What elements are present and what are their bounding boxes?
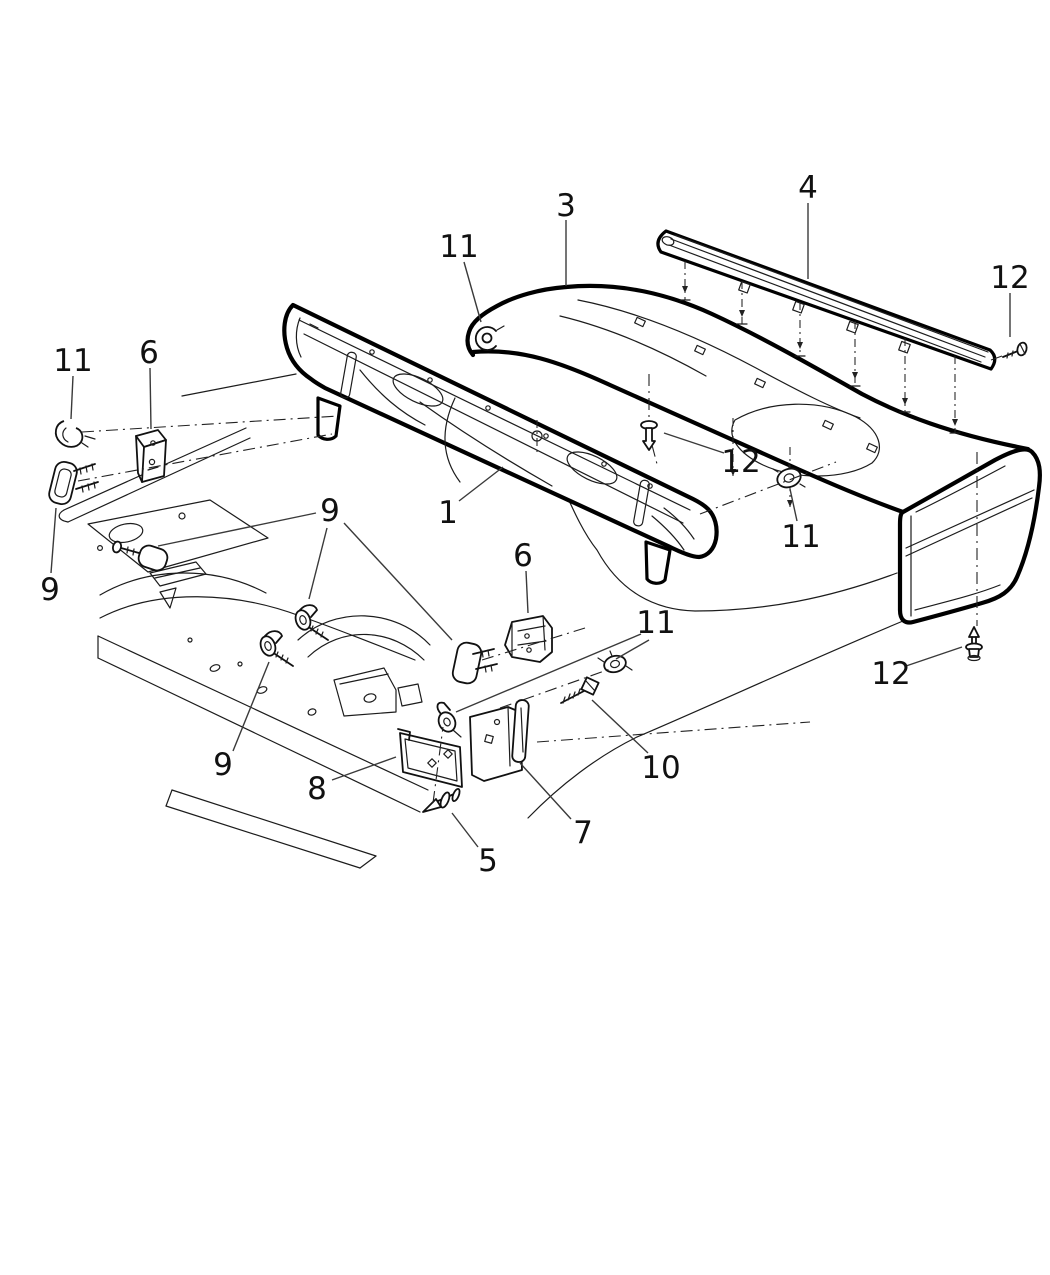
callout-number[interactable]: 11 (53, 343, 92, 379)
nut-11-right (772, 463, 806, 489)
callout-leader-line (451, 812, 479, 848)
screw-12-top (1002, 341, 1028, 359)
callout-leader-line (343, 522, 453, 641)
callout-number[interactable]: 6 (139, 335, 159, 371)
callout-leader-line (519, 762, 572, 820)
flag-bolt-9-a (294, 604, 329, 641)
grommet-11-top (474, 325, 505, 351)
callout-leader-line (308, 527, 328, 600)
bumper-pad-9-left (48, 460, 99, 506)
callout-leader-line (463, 261, 482, 323)
callout-leader-line (331, 756, 397, 781)
callout-12-3[interactable]: 12 (990, 260, 1030, 337)
callout-5-18[interactable]: 5 (451, 812, 498, 879)
bumper-face-bar-part1 (282, 302, 719, 585)
callout-11-7[interactable]: 11 (781, 488, 821, 555)
step-pad-part4 (656, 229, 997, 507)
callout-number[interactable]: 3 (556, 188, 576, 224)
face-bar-outline (282, 302, 719, 560)
callout-11-4[interactable]: 11 (53, 343, 93, 420)
callout-leader-line (591, 699, 649, 754)
callout-leader-line (149, 367, 152, 430)
callout-10-16[interactable]: 10 (591, 699, 681, 786)
callout-leader-line (458, 466, 504, 502)
callout-leader-line (615, 639, 650, 660)
fascia-end-cap (897, 447, 1042, 625)
callout-leader-line (70, 375, 74, 420)
bumper-pad-9-mid (111, 540, 169, 572)
clip-nut-11-left (54, 420, 96, 448)
callout-number[interactable]: 9 (320, 493, 340, 529)
bumper-pad-9-bottom (451, 641, 498, 685)
callout-leader-line (455, 633, 642, 713)
callout-6-5[interactable]: 6 (139, 335, 159, 430)
callout-number[interactable]: 6 (513, 538, 533, 574)
callout-leader-line (789, 488, 798, 522)
callout-6-11[interactable]: 6 (513, 538, 533, 614)
callout-leader-line (905, 646, 963, 667)
callout-number[interactable]: 11 (636, 605, 675, 641)
plate-8 (397, 728, 463, 788)
callout-leader-line (525, 570, 529, 614)
face-bar-left-leg (316, 396, 342, 441)
face-bar-right-leg (644, 540, 672, 585)
callout-4-1[interactable]: 4 (798, 170, 818, 279)
callout-number[interactable]: 5 (478, 843, 498, 879)
callout-leader-line (232, 661, 270, 752)
callout-11-12[interactable]: 11 (455, 605, 676, 713)
callout-number[interactable]: 11 (439, 229, 478, 265)
callout-3-0[interactable]: 3 (556, 188, 576, 286)
bracket-7 (469, 699, 530, 782)
callout-9-9[interactable]: 9 (157, 493, 453, 641)
callout-number[interactable]: 12 (990, 260, 1029, 296)
bolt-10 (560, 676, 600, 704)
nut-11-lower (597, 650, 633, 674)
frame-underbody (58, 373, 431, 869)
callout-9-10[interactable]: 9 (40, 507, 60, 608)
callout-number[interactable]: 4 (798, 170, 818, 206)
callout-number[interactable]: 12 (871, 656, 910, 692)
bracket-6-left (135, 429, 167, 483)
bumper-fascia-part3 (465, 283, 1042, 819)
callout-leader-line (50, 507, 57, 574)
fascia-front-edge (470, 349, 906, 515)
callout-number[interactable]: 12 (721, 444, 760, 480)
callout-1-8[interactable]: 1 (438, 466, 504, 531)
callout-number[interactable]: 9 (213, 747, 233, 783)
callout-9-14[interactable]: 9 (213, 661, 270, 783)
callout-12-13[interactable]: 12 (871, 646, 963, 692)
push-pin-5 (422, 787, 461, 813)
bracket-6-mid (504, 615, 553, 663)
hardware (48, 325, 1028, 813)
callout-leader-line (157, 512, 317, 547)
fascia-left-end (465, 284, 569, 358)
flag-bolt-9-b (259, 630, 294, 667)
assembly-centerlines (77, 355, 1003, 804)
fascia-top-edge (563, 283, 1031, 452)
callout-11-2[interactable]: 11 (439, 229, 482, 323)
callout-8-15[interactable]: 8 (307, 756, 397, 807)
callout-leader-line (663, 432, 725, 454)
callout-number[interactable]: 7 (573, 815, 593, 851)
screw-12-bottom (965, 626, 983, 662)
callout-number[interactable]: 10 (641, 750, 680, 786)
callout-number[interactable]: 1 (438, 495, 458, 531)
callout-number[interactable]: 8 (307, 771, 327, 807)
callout-7-17[interactable]: 7 (519, 762, 593, 851)
push-pin-12-mid (640, 420, 658, 451)
flag-nut-11-bottom (436, 701, 462, 738)
callout-number[interactable]: 11 (781, 519, 820, 555)
fastener-drop-lines (679, 261, 961, 507)
callout-12-6[interactable]: 12 (663, 432, 761, 480)
callout-number[interactable]: 9 (40, 572, 60, 608)
